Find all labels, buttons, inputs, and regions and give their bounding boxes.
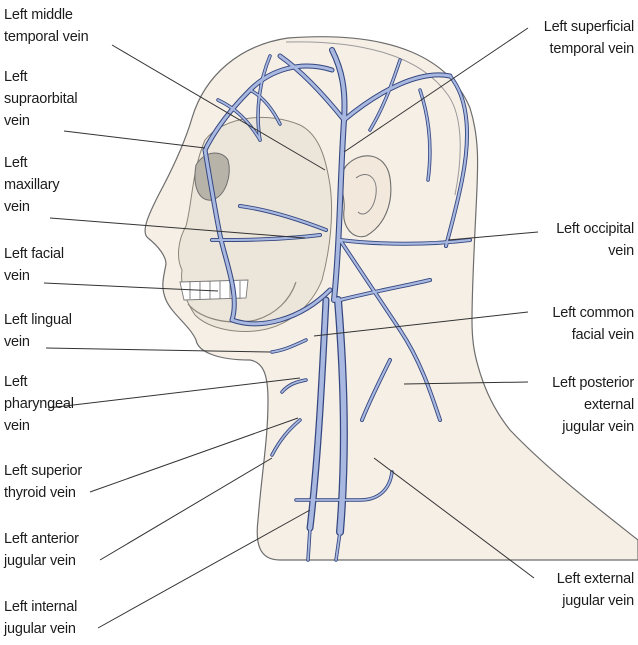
leader-supraorbital	[64, 131, 205, 148]
label-pharyngeal-vein: Left pharyngeal vein	[4, 371, 74, 437]
leader-anterior-jugular	[100, 458, 272, 560]
label-occipital-vein: Left occipital vein	[556, 218, 634, 262]
label-supraorbital-vein: Left supraorbital vein	[4, 66, 77, 132]
label-lingual-vein: Left lingual vein	[4, 309, 72, 353]
label-common-facial-vein: Left common facial vein	[552, 302, 634, 346]
label-facial-vein: Left facial vein	[4, 243, 64, 287]
label-posterior-external-jugular-vein: Left posterior external jugular vein	[552, 372, 634, 438]
label-middle-temporal-vein: Left middle temporal vein	[4, 4, 88, 48]
label-superior-thyroid-vein: Left superior thyroid vein	[4, 460, 82, 504]
label-anterior-jugular-vein: Left anterior jugular vein	[4, 528, 79, 572]
label-superficial-temporal-vein: Left superficial temporal vein	[544, 16, 634, 60]
label-maxillary-vein: Left maxillary vein	[4, 152, 59, 218]
label-internal-jugular-vein: Left internal jugular vein	[4, 596, 77, 640]
label-external-jugular-vein: Left external jugular vein	[557, 568, 634, 612]
leader-pharyngeal	[48, 378, 300, 408]
leader-internal-jugular	[98, 510, 310, 628]
